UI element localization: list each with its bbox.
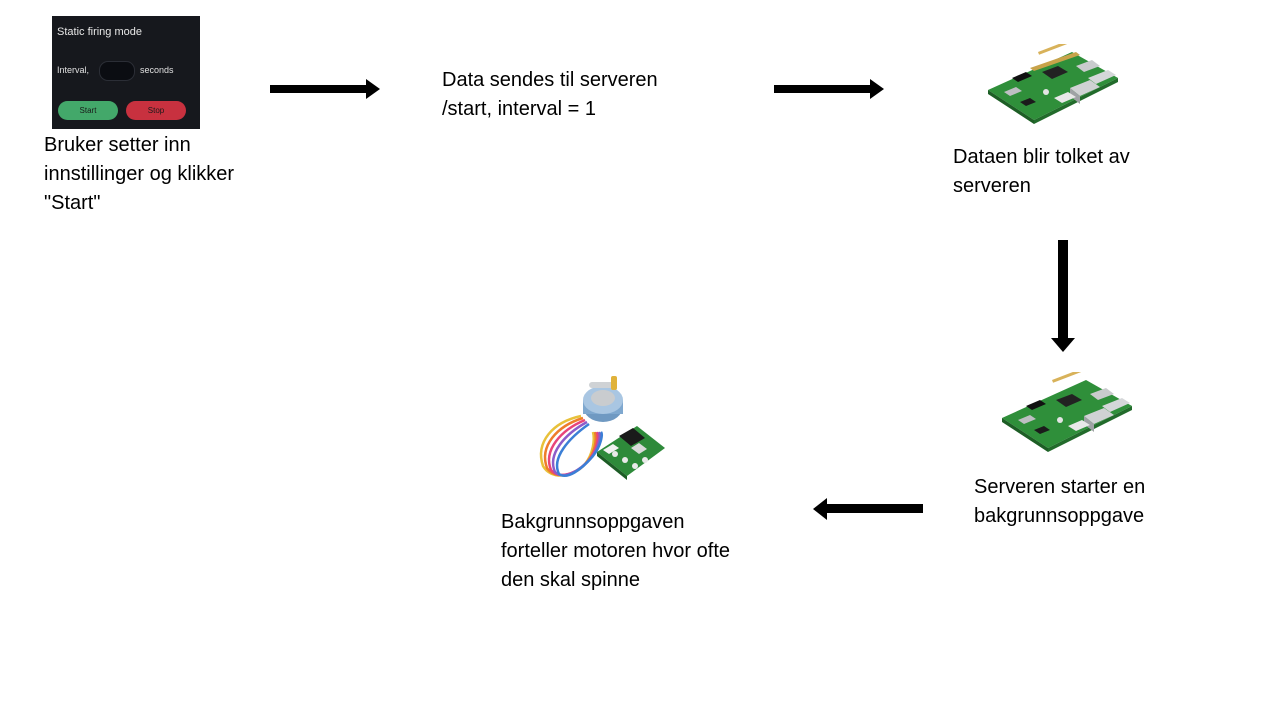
- arrow-left-icon: [813, 497, 925, 521]
- raspberry-pi-image: [984, 39, 1122, 135]
- step3-caption: Dataen blir tolket av serveren: [953, 143, 1130, 201]
- stepper-motor-image: [533, 376, 667, 491]
- step1-caption: Bruker setter inn innstillinger og klikk…: [44, 131, 234, 218]
- arrow-right-icon: [270, 78, 382, 100]
- arrow-down-icon: [1050, 240, 1076, 354]
- panel-title: Static firing mode: [57, 26, 142, 38]
- caption-line: Dataen blir tolket av: [953, 146, 1130, 168]
- start-button[interactable]: Start: [58, 101, 118, 120]
- step2-caption: Data sendes til serveren /start, interva…: [442, 66, 658, 124]
- interval-label: Interval,: [57, 65, 90, 75]
- caption-line: Serveren starter en: [974, 476, 1146, 498]
- seconds-label: seconds: [140, 65, 174, 75]
- step4-caption: Serveren starter en bakgrunnsoppgave: [974, 473, 1145, 531]
- raspberry-pi-image: [998, 367, 1136, 463]
- caption-line: serveren: [953, 175, 1031, 197]
- caption-line: innstillinger og klikker: [44, 163, 235, 185]
- caption-line: forteller motoren hvor ofte: [501, 540, 730, 562]
- caption-line: Bruker setter inn: [44, 134, 191, 156]
- arrow-right-icon: [774, 78, 886, 100]
- firing-mode-panel: Static firing mode Interval, seconds Sta…: [52, 16, 200, 129]
- stop-button[interactable]: Stop: [126, 101, 186, 120]
- caption-line: "Start": [44, 192, 101, 214]
- caption-line: Data sendes til serveren: [442, 69, 658, 91]
- step5-caption: Bakgrunnsoppgaven forteller motoren hvor…: [501, 508, 730, 595]
- caption-line: Bakgrunnsoppgaven: [501, 511, 685, 533]
- caption-line: /start, interval = 1: [442, 98, 596, 120]
- caption-line: bakgrunnsoppgave: [974, 505, 1145, 527]
- caption-line: den skal spinne: [501, 569, 640, 591]
- interval-input[interactable]: [99, 61, 135, 81]
